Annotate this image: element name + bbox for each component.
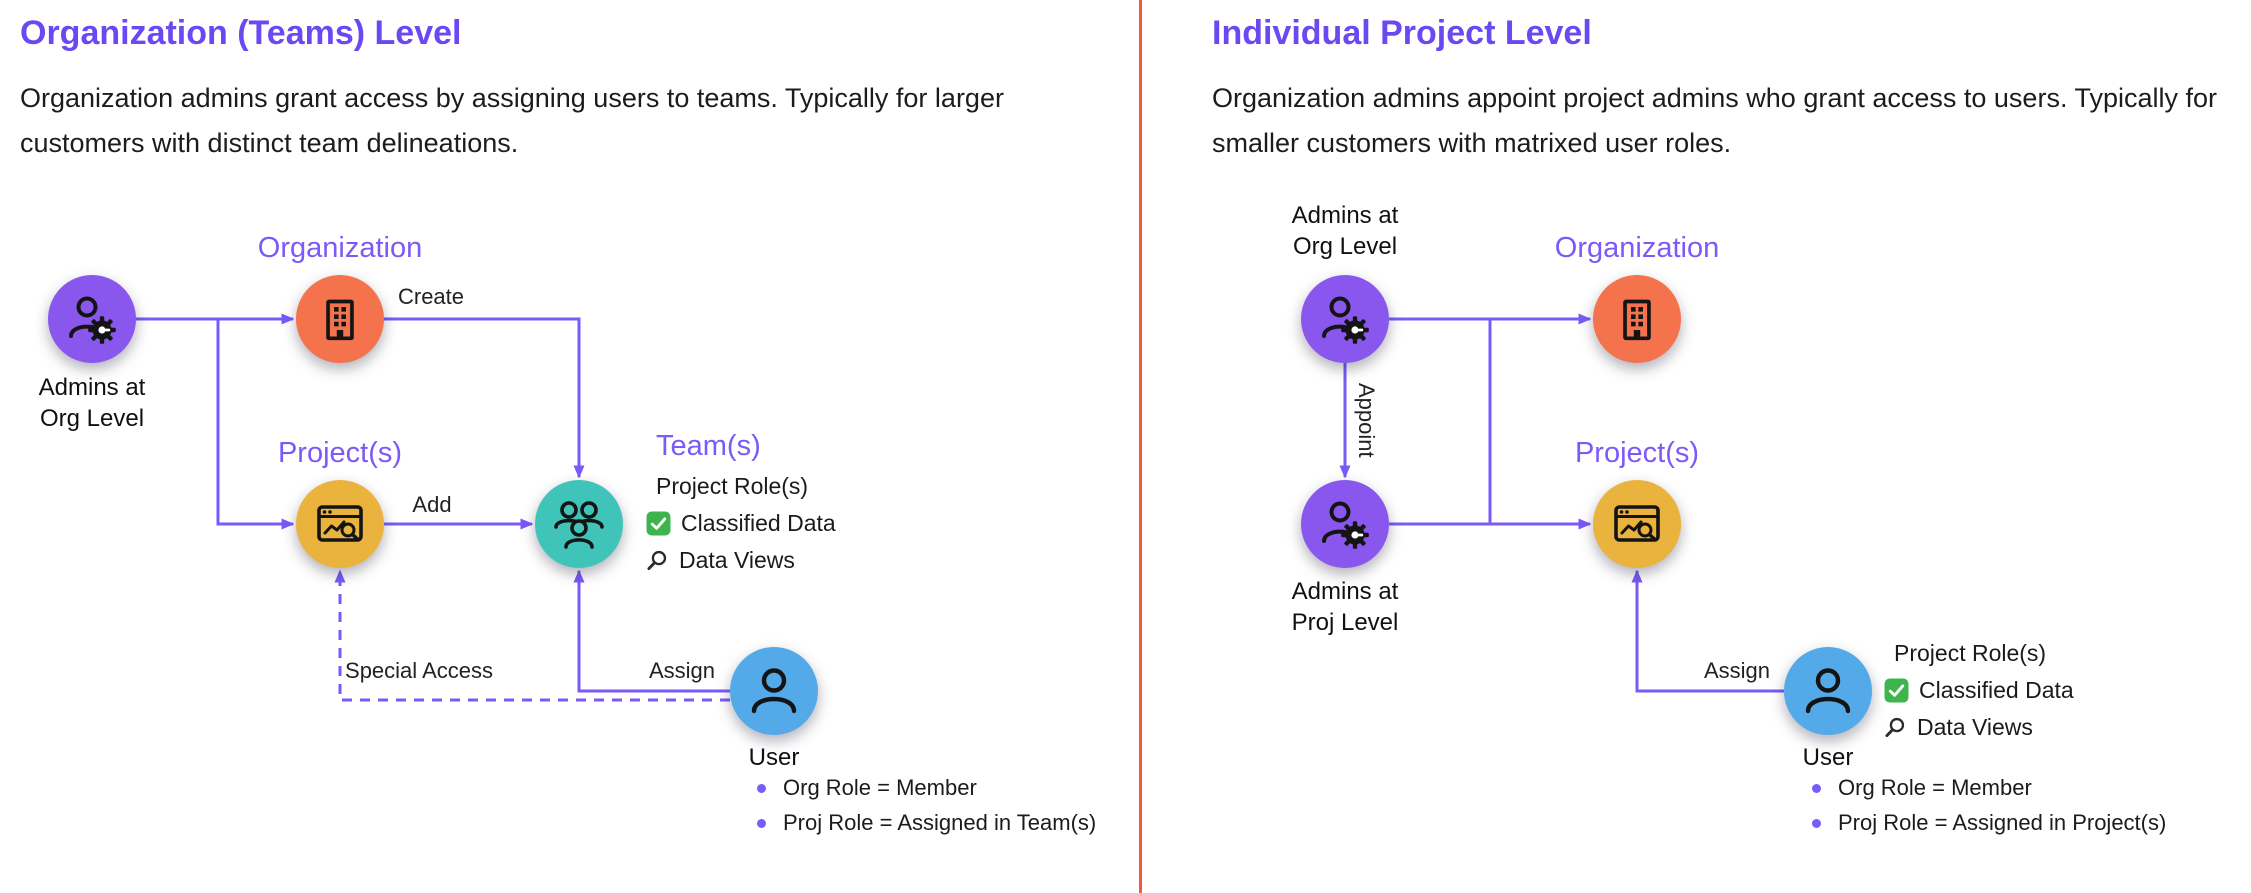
caption-user-left: User xyxy=(748,744,800,771)
node-admins-org-level-right xyxy=(1301,275,1389,363)
node-admins-org-level-left xyxy=(48,275,136,363)
person-icon xyxy=(1805,668,1851,714)
label-projects-left: Project(s) xyxy=(277,437,403,469)
edge-admins-to-projects xyxy=(216,319,295,530)
detail-title-left: Project Role(s) xyxy=(656,473,809,499)
node-user-left xyxy=(730,647,818,735)
label-projects-right: Project(s) xyxy=(1574,437,1700,469)
list-item: Org Role = Member xyxy=(1812,775,2166,801)
building-icon xyxy=(326,299,354,341)
checkbox-check-icon xyxy=(1884,678,1909,703)
page-title-left: Organization (Teams) Level xyxy=(20,14,462,52)
classified-data-row-left: Classified Data xyxy=(646,510,836,537)
data-views-row-left: Data Views xyxy=(646,547,836,574)
node-admins-proj-level xyxy=(1301,480,1389,568)
list-item: Proj Role = Assigned in Team(s) xyxy=(757,810,1096,836)
node-user-right xyxy=(1784,647,1872,735)
list-item: Org Role = Member xyxy=(757,775,1096,801)
project-window-icon xyxy=(1614,505,1660,542)
person-gear-icon xyxy=(1322,296,1369,344)
edge-label-create: Create xyxy=(397,284,465,309)
node-teams xyxy=(535,480,623,568)
label-teams: Team(s) xyxy=(656,430,761,462)
caption-user-right: User xyxy=(1802,744,1854,771)
bullet-dot xyxy=(1812,818,1821,828)
person-gear-icon xyxy=(1322,501,1369,549)
bullet-dot xyxy=(757,783,766,793)
classified-data-row-right: Classified Data xyxy=(1884,677,2074,704)
magnifier-icon xyxy=(1885,717,1905,738)
classified-data-label-left: Classified Data xyxy=(681,510,836,536)
project-details: Project Role(s) Classified Data Data Vie… xyxy=(1884,640,2074,741)
person-icon xyxy=(751,668,797,714)
panel-divider xyxy=(1139,0,1142,893)
edge-label-special-access: Special Access xyxy=(345,658,493,683)
user-notes-right: Org Role = Member Proj Role = Assigned i… xyxy=(1812,775,2166,836)
classified-data-label-right: Classified Data xyxy=(1919,677,2074,703)
magnifier-icon xyxy=(647,550,667,571)
note-proj-role-right: Proj Role = Assigned in Project(s) xyxy=(1838,810,2167,835)
panel-description-left: Organization admins grant access by assi… xyxy=(20,83,1004,158)
list-item: Proj Role = Assigned in Project(s) xyxy=(1812,810,2166,836)
checkbox-check-icon xyxy=(646,511,671,536)
bullet-dot xyxy=(757,818,766,828)
data-views-label-right: Data Views xyxy=(1917,714,2033,740)
node-organization-left xyxy=(296,275,384,363)
node-projects-right xyxy=(1593,480,1681,568)
node-projects-left xyxy=(296,480,384,568)
user-notes-left: Org Role = Member Proj Role = Assigned i… xyxy=(757,775,1096,836)
label-organization-left: Organization xyxy=(257,232,423,264)
note-proj-role-left: Proj Role = Assigned in Team(s) xyxy=(783,810,1097,835)
edge-label-appoint: Appoint xyxy=(1354,383,1379,458)
data-views-row-right: Data Views xyxy=(1884,714,2074,741)
note-org-role-left: Org Role = Member xyxy=(783,775,977,800)
label-organization-right: Organization xyxy=(1554,232,1720,264)
page-title-right: Individual Project Level xyxy=(1212,14,1592,52)
edge-organization-create-teams xyxy=(384,317,585,479)
team-people-icon xyxy=(554,501,604,549)
edge-label-add: Add xyxy=(412,492,452,517)
detail-title-right: Project Role(s) xyxy=(1894,640,2047,666)
caption-admins-proj: Admins at Proj Level xyxy=(1291,578,1399,636)
edge-label-assign-right: Assign xyxy=(1703,658,1771,683)
note-org-role-right: Org Role = Member xyxy=(1838,775,2032,800)
project-window-icon xyxy=(317,505,363,542)
edge-label-assign-left: Assign xyxy=(648,658,716,683)
bullet-dot xyxy=(1812,783,1821,793)
caption-admins-org-left: Admins at Org Level xyxy=(38,374,146,432)
team-details: Project Role(s) Classified Data Data Vie… xyxy=(646,473,836,574)
data-views-label-left: Data Views xyxy=(679,547,795,573)
node-organization-right xyxy=(1593,275,1681,363)
building-icon xyxy=(1623,299,1651,341)
panel-description-right: Organization admins appoint project admi… xyxy=(1212,83,2217,158)
person-gear-icon xyxy=(69,296,116,344)
caption-admins-org-right: Admins at Org Level xyxy=(1291,202,1399,260)
